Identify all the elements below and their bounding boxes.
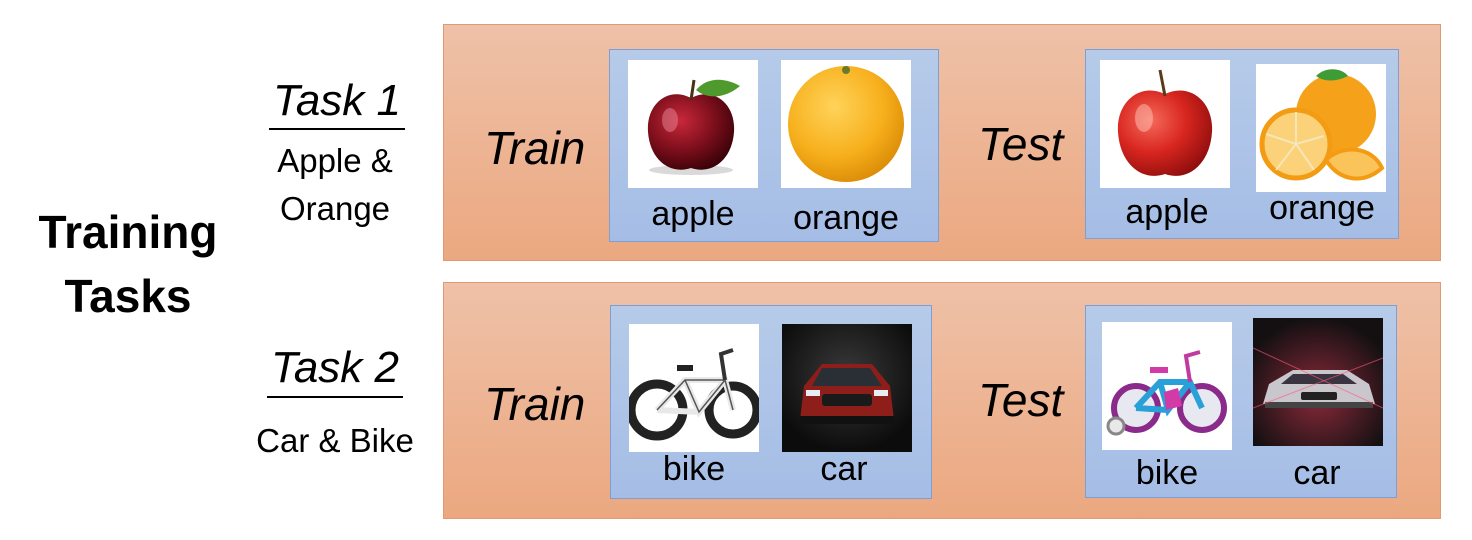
task-2-train-box: bike car [610, 305, 932, 499]
task-1-train-label: Train [484, 122, 586, 174]
orange-slices-photo [1256, 64, 1386, 192]
task-1-train-box: apple orange [609, 49, 939, 242]
task-1-subtitle: Apple & Orange [250, 137, 420, 233]
fat-tire-bike-photo [629, 324, 759, 452]
red-suv-photo [782, 324, 912, 452]
caption-car: car [1293, 454, 1341, 492]
caption-orange: orange [1269, 189, 1375, 227]
red-apple-photo [1100, 60, 1230, 188]
task-1-subtitle-line2: Orange [279, 190, 391, 227]
caption-apple: apple [651, 195, 735, 233]
silver-sedan-photo [1253, 318, 1383, 446]
task-1-title: Task 1 [272, 76, 401, 125]
caption-orange: orange [793, 199, 899, 237]
training-tasks-line2: Tasks [64, 270, 192, 322]
caption-bike: bike [662, 450, 726, 488]
task-2-test-label: Test [978, 374, 1064, 426]
task-2-subtitle-line1: Car & Bike [256, 422, 414, 459]
task-1-test-box: apple orange [1085, 49, 1399, 239]
kids-bike-photo [1102, 322, 1232, 450]
task-2-title: Task 2 [270, 343, 399, 392]
caption-apple: apple [1125, 193, 1209, 231]
caption-bike: bike [1135, 454, 1199, 492]
task-2-band: Train Test bi [443, 282, 1441, 519]
task-1-band: Train Test apple orange [443, 24, 1441, 261]
caption-car: car [820, 450, 868, 488]
training-tasks-label: Training Tasks [28, 200, 228, 328]
task-2-subtitle: Car & Bike [240, 417, 430, 465]
task-1-test-label: Test [978, 118, 1064, 170]
training-tasks-line1: Training [38, 206, 218, 258]
task-2-train-label: Train [484, 378, 586, 430]
task-2-underline [267, 396, 403, 398]
task-1-underline [269, 128, 405, 130]
orange-photo [781, 60, 911, 188]
apple-photo [628, 60, 758, 188]
task-2-test-box: bike car [1085, 305, 1397, 498]
task-1-subtitle-line1: Apple & [277, 142, 393, 179]
